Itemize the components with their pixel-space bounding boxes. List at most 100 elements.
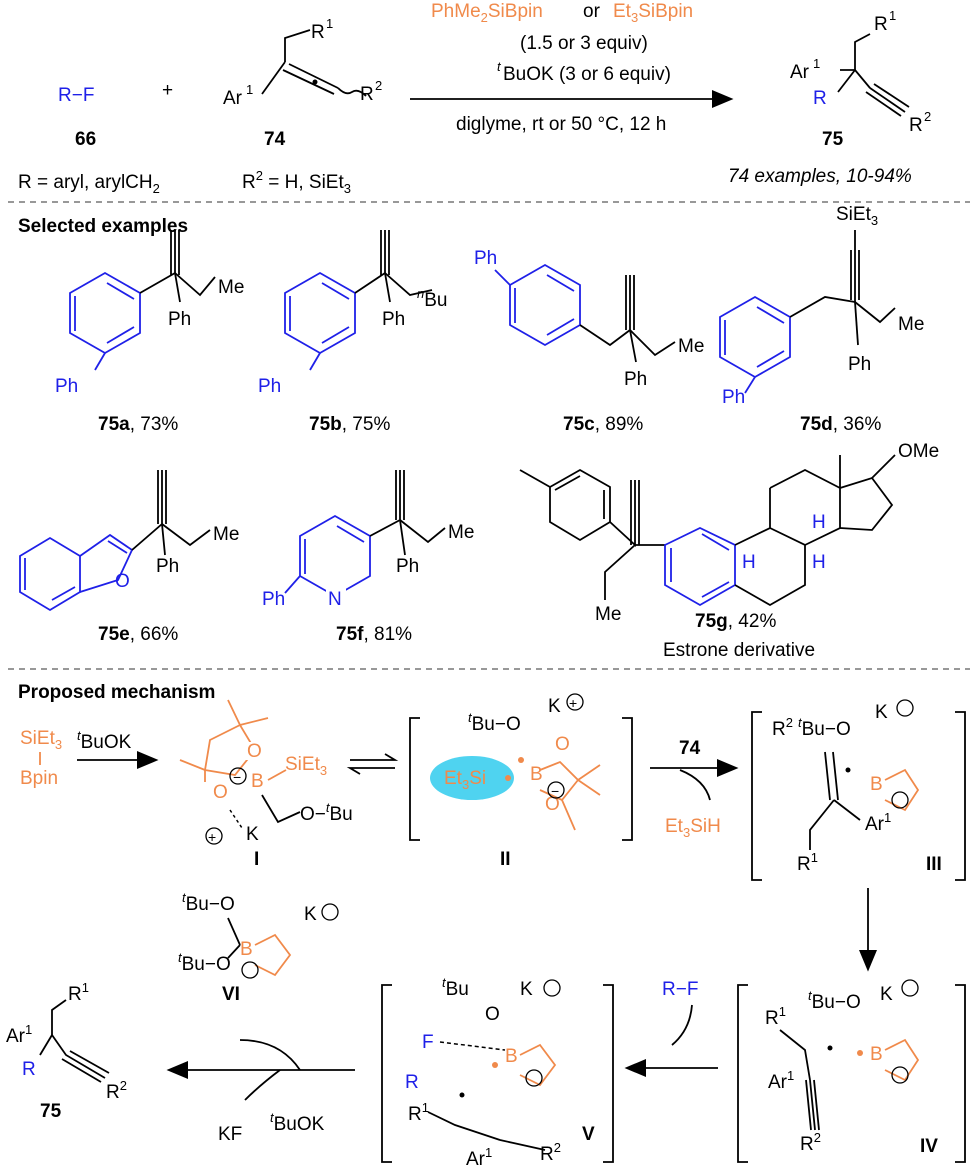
structure-75a: Me Ph Ph xyxy=(55,230,244,397)
product-75-label: 75 xyxy=(822,129,844,150)
svg-text:+: + xyxy=(569,695,577,711)
svg-text:O: O xyxy=(555,734,570,755)
svg-text:+: + xyxy=(208,829,216,845)
svg-text:N: N xyxy=(328,589,342,610)
byproduct-et3sih: Et3SiH xyxy=(665,816,721,840)
svg-text:SiEt3: SiEt3 xyxy=(20,728,62,752)
svg-text:Bpin: Bpin xyxy=(20,768,58,789)
structure-75g: Me OMe H H H xyxy=(519,441,939,625)
svg-text:Ar: Ar xyxy=(223,88,243,109)
label-75c: 75c, 89% xyxy=(563,414,643,435)
intermediate-III: R2 tBu−O K Ar1 R1 B III xyxy=(751,699,966,881)
mechanism-start: SiEt3 Bpin tBuOK xyxy=(20,728,159,789)
svg-text:R: R xyxy=(360,84,374,105)
intermediate-II: Et3Si tBu−O K + B O O − II xyxy=(409,693,633,870)
svg-text:1: 1 xyxy=(889,8,896,23)
svg-text:Ar1: Ar1 xyxy=(768,1068,794,1093)
label-75g: 75g, 42% xyxy=(695,611,776,632)
svg-text:Ph: Ph xyxy=(382,309,405,330)
svg-text:II: II xyxy=(500,849,511,870)
label-75b: 75b, 75% xyxy=(309,414,390,435)
mechanism-product-75: R1 Ar1 R R2 75 xyxy=(6,980,127,1122)
structure-75f: N Ph Me Ph xyxy=(262,470,474,610)
section-proposed-mechanism: Proposed mechanism xyxy=(18,682,215,703)
svg-text:K: K xyxy=(548,696,561,717)
mech-74: 74 xyxy=(679,738,701,759)
svg-text:1: 1 xyxy=(326,16,333,31)
svg-text:B: B xyxy=(530,764,543,785)
svg-text:H: H xyxy=(742,552,756,573)
svg-text:R2: R2 xyxy=(772,715,793,740)
svg-text:B: B xyxy=(240,939,253,960)
svg-text:B: B xyxy=(251,771,264,792)
reagent-equiv: (1.5 or 3 equiv) xyxy=(520,33,648,54)
reactant-rf: R−F xyxy=(58,85,94,106)
svg-text:K: K xyxy=(304,904,317,925)
svg-text:SiEt3: SiEt3 xyxy=(285,754,327,778)
svg-text:IV: IV xyxy=(920,1136,938,1157)
svg-text:Ar: Ar xyxy=(790,62,810,83)
svg-text:R2: R2 xyxy=(540,1140,561,1165)
svg-text:O: O xyxy=(115,571,130,592)
svg-text:K: K xyxy=(246,824,259,845)
svg-text:B: B xyxy=(505,1046,518,1067)
svg-text:1: 1 xyxy=(813,56,820,71)
svg-text:Ph: Ph xyxy=(624,369,647,390)
reagent-or: or xyxy=(583,1,601,22)
svg-text:R: R xyxy=(22,1059,36,1080)
base-equiv: BuOK (3 or 6 equiv) xyxy=(503,64,671,85)
svg-text:tBuOK: tBuOK xyxy=(270,1110,325,1135)
svg-text:H: H xyxy=(812,552,826,573)
svg-text:tBu−O: tBu−O xyxy=(808,988,861,1013)
svg-text:Ph: Ph xyxy=(474,248,497,269)
svg-text:F: F xyxy=(422,1032,434,1053)
svg-text:Me: Me xyxy=(595,604,621,625)
svg-text:tBu−O: tBu−O xyxy=(468,710,521,735)
label-75g-note: Estrone derivative xyxy=(663,640,815,661)
svg-text:Me: Me xyxy=(218,277,244,298)
svg-text:Ph: Ph xyxy=(168,309,191,330)
svg-text:Ph: Ph xyxy=(156,556,179,577)
svg-text:Ar1: Ar1 xyxy=(466,1145,492,1170)
svg-text:O: O xyxy=(545,794,560,815)
reagent-phme2sibpin: PhMe2SiBpin xyxy=(431,1,543,25)
svg-text:Ph: Ph xyxy=(722,387,745,408)
svg-text:V: V xyxy=(582,1124,595,1145)
conditions-text: diglyme, rt or 50 °C, 12 h xyxy=(456,114,666,135)
reactant-74-label: 74 xyxy=(264,129,286,150)
svg-text:tBu−O: tBu−O xyxy=(178,950,231,975)
svg-text:VI: VI xyxy=(222,984,240,1005)
svg-text:K: K xyxy=(880,984,893,1005)
svg-text:O: O xyxy=(485,1004,500,1025)
svg-text:Me: Me xyxy=(898,314,924,335)
structure-75c: Ph Me Ph xyxy=(474,248,704,390)
svg-text:OMe: OMe xyxy=(898,441,939,462)
svg-text:B: B xyxy=(870,774,883,795)
svg-text:O: O xyxy=(213,782,228,803)
reagent-et3sibpin: Et3SiBpin xyxy=(613,1,693,25)
intermediate-IV: R1 tBu−O K Ar1 R2 B IV xyxy=(737,979,966,1163)
plus-sign: + xyxy=(162,80,173,101)
svg-text:−: − xyxy=(233,769,241,785)
svg-text:O: O xyxy=(247,741,262,762)
structure-75d: SiEt3 Me Ph Ph xyxy=(719,204,924,408)
svg-text:R1: R1 xyxy=(765,1004,786,1029)
svg-text:tBuOK: tBuOK xyxy=(77,728,132,753)
reactant-66-label: 66 xyxy=(75,129,96,150)
scope-summary: 74 examples, 10-94% xyxy=(728,166,912,187)
svg-text:R: R xyxy=(874,14,888,35)
svg-text:III: III xyxy=(926,854,942,875)
label-75d: 75d, 36% xyxy=(800,414,881,435)
svg-text:H: H xyxy=(812,512,826,533)
base-prefix: t xyxy=(497,59,502,74)
svg-text:R1: R1 xyxy=(68,980,89,1005)
svg-text:SiEt3: SiEt3 xyxy=(836,204,878,228)
svg-text:Ar1: Ar1 xyxy=(6,1022,32,1047)
svg-text:Me: Me xyxy=(448,522,474,543)
mech-kf: KF xyxy=(218,1124,242,1145)
svg-text:R: R xyxy=(909,115,923,136)
svg-text:2: 2 xyxy=(924,109,931,124)
